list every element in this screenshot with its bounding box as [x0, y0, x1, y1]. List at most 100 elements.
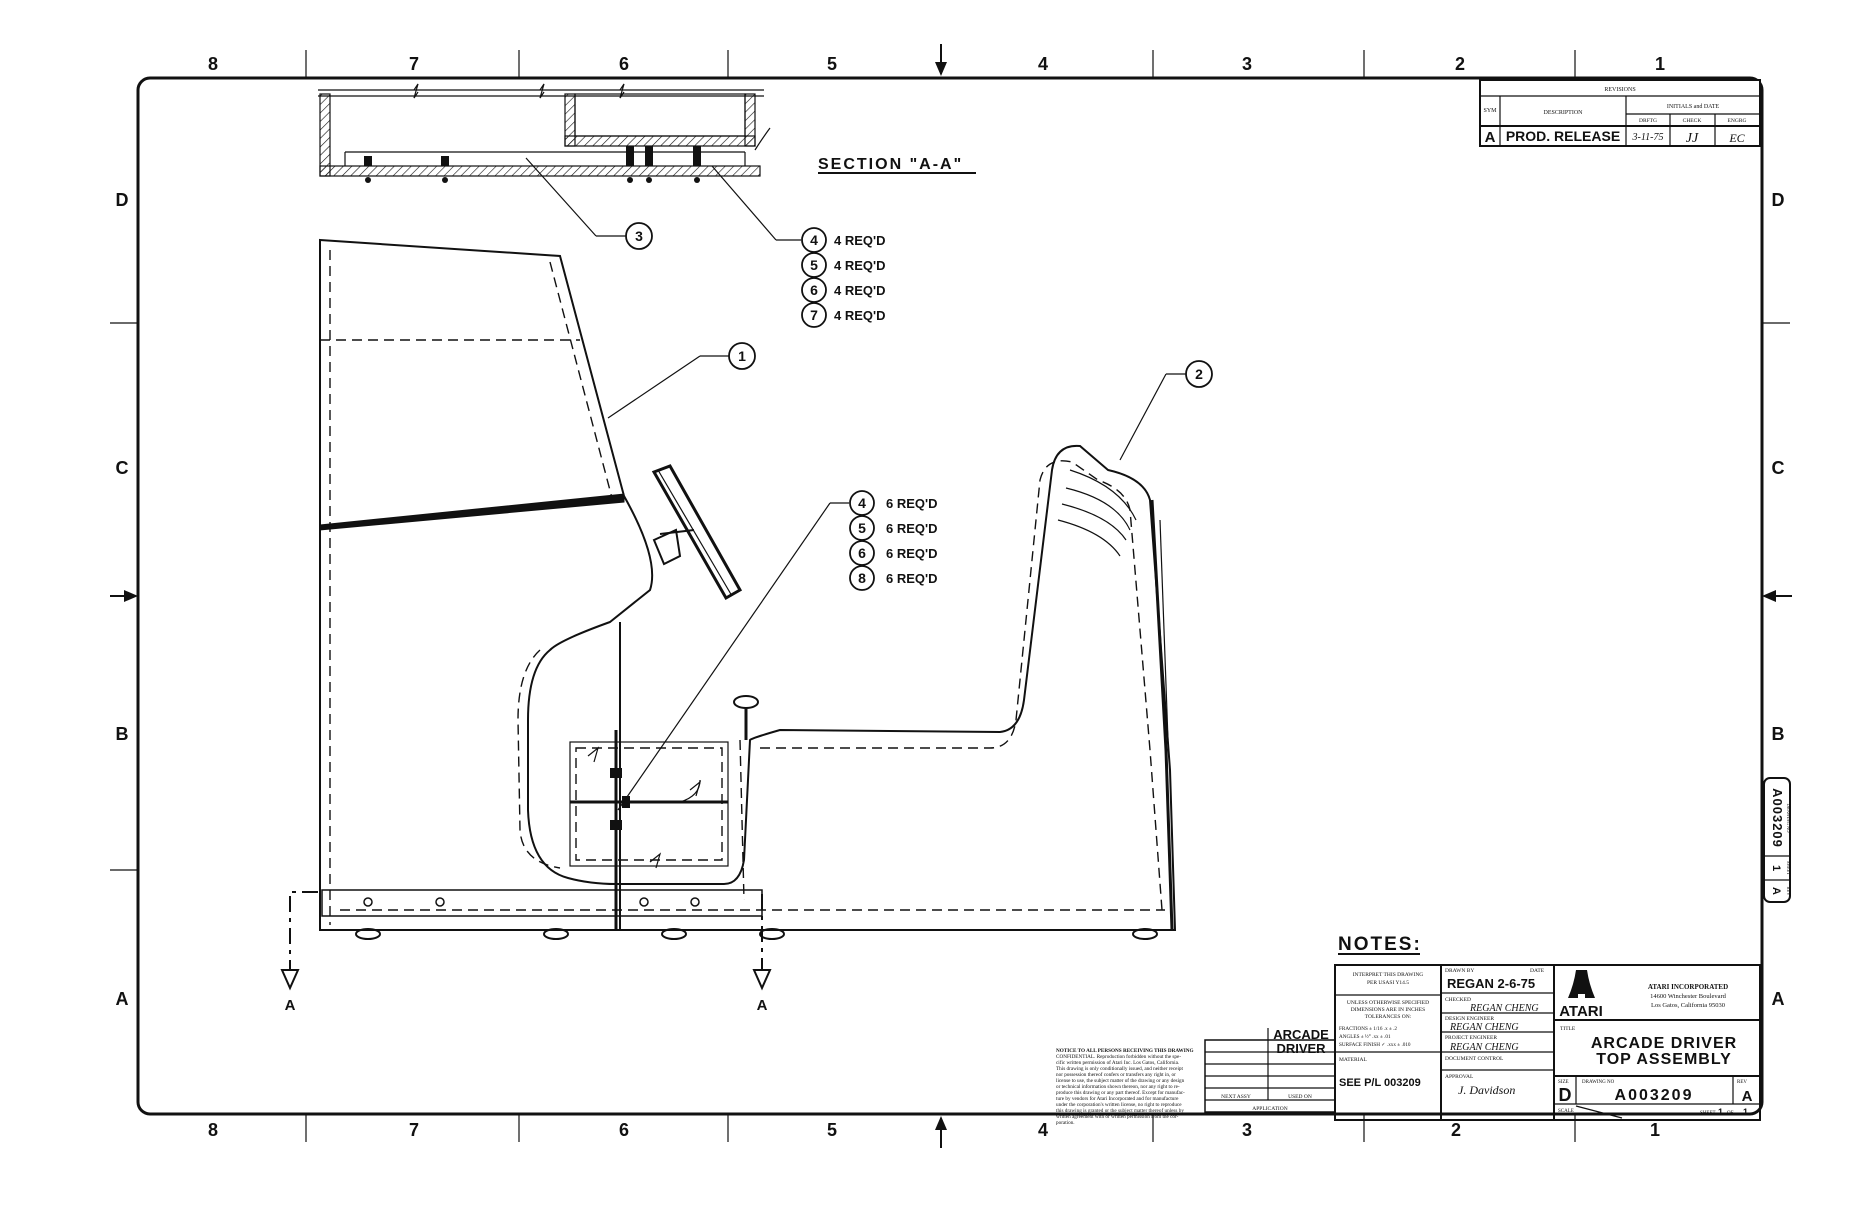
req-group-top: 4 5 6 7 4 REQ'D 4 REQ'D 4 REQ'D 4 REQ'D [711, 165, 886, 328]
rev-check-header: CHECK [1683, 118, 1702, 124]
drawn-by-label: DRAWN BY [1445, 968, 1474, 974]
svg-text:nor possession thereof confers: nor possession thereof confers or transf… [1056, 1071, 1176, 1078]
rev-row-date: 3-11-75 [1632, 132, 1664, 143]
next-assy-value: ARCADE DRIVER [1273, 1028, 1329, 1056]
project-engineer-value: REGAN CHENG [1449, 1042, 1519, 1053]
drawing-title-line-2: TOP ASSEMBLY [1596, 1051, 1732, 1068]
callout-1: 1 [607, 342, 756, 419]
zone-row-c-right: C [1772, 458, 1785, 478]
drawing-no-label: DRAWING NO [1582, 1080, 1615, 1085]
revisions-heading: REVISIONS [1604, 87, 1635, 93]
svg-text:produce this drawing or any pa: produce this drawing or any part thereof… [1056, 1089, 1185, 1096]
rev-row-engrg: EC [1728, 131, 1745, 145]
size-value: D [1559, 1085, 1572, 1105]
req-top-text-3: 4 REQ'D [834, 283, 886, 298]
zone-row-d-left: D [116, 190, 129, 210]
zone-col-7-bottom: 7 [409, 1120, 419, 1140]
req-top-text-4: 4 REQ'D [834, 308, 886, 323]
sheet-value: 1 [1718, 1107, 1723, 1117]
svg-text:or technical information shown: or technical information shown thereon, … [1056, 1083, 1180, 1090]
fractions-tol: FRACTIONS ± 1/16 .x ± .2 [1339, 1026, 1397, 1032]
company-city: Los Gatos, California 95030 [1651, 1002, 1725, 1009]
checked-value: REGAN CHENG [1469, 1003, 1539, 1014]
side-tab-sheet: 1 [1770, 865, 1782, 871]
zone-col-4-top: 4 [1038, 54, 1048, 74]
req-mid-text-3: 6 REQ'D [886, 546, 938, 561]
zone-row-c-left: C [116, 458, 129, 478]
of-value: 1 [1743, 1107, 1748, 1117]
atari-logo-text: ATARI [1559, 1003, 1603, 1020]
req-top-num-3: 6 [810, 282, 818, 298]
req-mid-text-2: 6 REQ'D [886, 521, 938, 536]
zone-row-a-left: A [116, 989, 129, 1009]
svg-text:this drawing is granted or the: this drawing is granted or the subject m… [1056, 1107, 1184, 1114]
side-tab-rev-label: REV [1786, 887, 1791, 897]
callout-2-num: 2 [1195, 366, 1203, 382]
req-top-num-2: 5 [810, 257, 818, 273]
confidential-notice: NOTICE TO ALL PERSONS RECEIVING THIS DRA… [1056, 1048, 1194, 1126]
next-assy-label: NEXT ASSY [1221, 1094, 1251, 1100]
side-tab-drawing-no: A003209 [1770, 788, 1785, 848]
side-tab-sheet-label: SHEET [1786, 861, 1791, 875]
project-engineer-label: PROJECT ENGINEER [1445, 1035, 1497, 1041]
material-label: MATERIAL [1339, 1057, 1367, 1063]
section-aa-title: SECTION "A-A" [818, 156, 963, 173]
zone-col-7-top: 7 [409, 54, 419, 74]
tolerance-line-2: DIMENSIONS ARE IN INCHES [1351, 1007, 1425, 1013]
zone-row-d-right: D [1772, 190, 1785, 210]
callout-3: 3 [525, 157, 653, 250]
of-label: OF [1727, 1111, 1734, 1116]
centering-arrow-right [1762, 590, 1792, 602]
cabinet-side-view [319, 238, 1177, 940]
material-value: SEE P/L 003209 [1339, 1077, 1421, 1089]
zone-col-2-bottom: 2 [1451, 1120, 1461, 1140]
req-group-mid: 4 5 6 8 6 REQ'D 6 REQ'D 6 REQ'D 6 REQ'D [617, 490, 938, 811]
svg-text:license to use, the subject ma: license to use, the subject matter of th… [1056, 1077, 1185, 1084]
req-mid-num-4: 8 [858, 570, 866, 586]
date-label: DATE [1530, 968, 1545, 974]
tolerance-line-3: TOLERANCES ON: [1365, 1014, 1412, 1020]
rev-value: A [1742, 1088, 1753, 1105]
svg-text:This drawing is only condition: This drawing is only conditionally issue… [1056, 1066, 1183, 1072]
side-tab: A003209 DRAWING NO 1 SHEET A REV [1763, 777, 1791, 903]
side-tab-rev: A [1770, 887, 1782, 895]
approval-label: APPROVAL [1445, 1074, 1474, 1080]
zone-col-6-top: 6 [619, 54, 629, 74]
svg-text:cific written permission of At: cific written permission of Atari Inc. L… [1056, 1059, 1179, 1066]
centering-arrow-top [935, 44, 947, 76]
zone-row-b-right: B [1772, 724, 1785, 744]
callout-1-num: 1 [738, 348, 746, 364]
interpret-line-2: PER USASI Y14.5 [1367, 980, 1409, 986]
req-mid-num-3: 6 [858, 545, 866, 561]
application-label: APPLICATION [1252, 1106, 1287, 1112]
tolerance-line-1: UNLESS OTHERWISE SPECIFIED [1347, 1000, 1429, 1006]
centering-arrow-bottom [935, 1116, 947, 1148]
zone-row-b-left: B [116, 724, 129, 744]
drawn-by-value: REGAN 2-6-75 [1447, 976, 1535, 991]
zone-col-4-bottom: 4 [1038, 1120, 1048, 1140]
title-block: NOTICE TO ALL PERSONS RECEIVING THIS DRA… [1056, 964, 1761, 1126]
drawing-border: 8 7 6 5 4 3 2 1 8 7 6 5 4 3 2 1 D C B A … [110, 44, 1792, 1148]
req-mid-text-4: 6 REQ'D [886, 571, 938, 586]
callout-2: 2 [1119, 360, 1213, 461]
section-aa-view: SECTION "A-A" [318, 83, 976, 183]
centering-arrow-left [110, 590, 138, 602]
zone-row-a-right: A [1772, 989, 1785, 1009]
cut-label-left: A [285, 997, 296, 1014]
design-engineer-value: REGAN CHENG [1449, 1022, 1519, 1033]
req-mid-num-2: 5 [858, 520, 866, 536]
drawing-title-line-1: ARCADE DRIVER [1591, 1035, 1737, 1052]
drawing-no-value: A003209 [1615, 1087, 1694, 1104]
rev-label: REV [1737, 1080, 1747, 1085]
cut-plane-right: A [752, 894, 772, 1014]
rev-row-sym: A [1485, 129, 1496, 146]
surface-tol: SURFACE FINISH ✓ .xxx ± .010 [1339, 1042, 1411, 1048]
company-name: ATARI INCORPORATED [1648, 983, 1728, 991]
cut-plane-left: A [280, 891, 318, 1014]
rev-initials-header: INITIALS and DATE [1667, 104, 1720, 110]
title-label: TITLE [1560, 1026, 1576, 1032]
rev-desc-header: DESCRIPTION [1543, 110, 1583, 116]
design-engineer-label: DESIGN ENGINEER [1445, 1016, 1494, 1022]
notes-title: NOTES: [1338, 934, 1422, 955]
zone-col-8-bottom: 8 [208, 1120, 218, 1140]
